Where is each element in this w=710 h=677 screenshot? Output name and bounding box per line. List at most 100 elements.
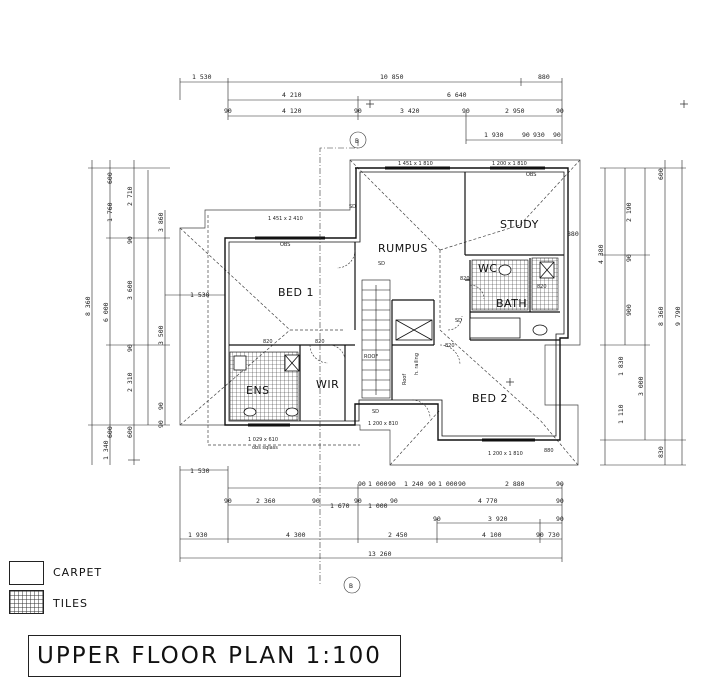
dim-left-d5: 90 — [126, 344, 134, 352]
window-label-5: OBS — [526, 172, 536, 178]
room-label-study: STUDY — [500, 218, 539, 231]
title-block: UPPER FLOOR PLAN 1:100 — [28, 635, 401, 677]
room-label-ens: ENS — [246, 384, 270, 397]
window-label-1: 1 451 x 2 410 — [268, 216, 303, 222]
dim-bot-28: 730 — [548, 531, 560, 539]
dim-bot-8: 90 — [458, 480, 466, 488]
window-label-6: 1 029 x 610 — [248, 437, 278, 443]
dim-top-12: 90 — [556, 107, 564, 115]
dim-right-inner-3: 90 — [625, 254, 633, 262]
room-label-bed2: BED 2 — [472, 392, 508, 405]
dim-bot-10: 90 — [556, 480, 564, 488]
dim-bot-20: 90 — [433, 515, 441, 523]
dim-right-mid-2: 1 830 — [617, 356, 625, 376]
dim-bot-26: 4 100 — [482, 531, 502, 539]
dim-top-1: 1 530 — [192, 73, 212, 81]
window-label-3: 1 451 x 1 810 — [398, 161, 433, 167]
dim-top-7: 4 120 — [282, 107, 302, 115]
dim-bot-3: 1 000 — [368, 480, 388, 488]
dim-top-15: 930 — [533, 131, 545, 139]
dim-bot-12: 2 360 — [256, 497, 276, 505]
dimension-lines — [88, 78, 686, 562]
note-8: SD — [349, 204, 356, 210]
dim-top-3: 880 — [538, 73, 550, 81]
note-7: SD — [455, 318, 462, 324]
note-5: 820 — [537, 284, 547, 290]
dim-bot-9: 2 880 — [505, 480, 525, 488]
dim-right-mid-1: 4 380 — [597, 244, 605, 264]
reference-marks — [366, 100, 688, 386]
fixtures — [233, 261, 555, 417]
note-9: SD — [372, 409, 379, 415]
dim-left-side: 1 530 — [190, 291, 210, 299]
dim-bot-2: 90 — [358, 480, 366, 488]
tiled-areas — [229, 257, 559, 421]
dim-top-11: 2 950 — [505, 107, 525, 115]
dim-left-d3: 2 710 — [126, 186, 134, 206]
staircase — [361, 279, 391, 399]
door-swings — [309, 249, 485, 419]
dim-bot-11: 90 — [224, 497, 232, 505]
exterior-walls — [224, 167, 569, 441]
dim-bot-5: 1 240 — [404, 480, 424, 488]
dim-top-2: 10 850 — [380, 73, 404, 81]
dim-top-10: 90 — [462, 107, 470, 115]
note-2: 820 — [315, 339, 325, 345]
note-1: 820 — [263, 339, 273, 345]
dim-left-outer: 8 360 — [84, 296, 92, 316]
window-label-4: 1 200 x 1 810 — [492, 161, 527, 167]
room-label-rumpus: RUMPUS — [378, 242, 428, 255]
dim-left-d4: 90 — [126, 236, 134, 244]
dim-bot-1: 1 530 — [190, 467, 210, 475]
note-4: 820 — [460, 276, 470, 282]
dim-left-d7: 2 310 — [126, 372, 134, 392]
dim-top-14: 90 — [522, 131, 530, 139]
window-label-8: 1 200 x 810 — [368, 421, 398, 427]
note-11: h. railing — [414, 353, 420, 375]
dim-left-inner-2: 3 600 — [126, 280, 134, 300]
dim-right-inner-5: 880 — [567, 230, 579, 238]
dim-top-6: 90 — [224, 107, 232, 115]
dim-right-outer-1: 8 360 — [657, 306, 665, 326]
note-12: 880 — [544, 448, 554, 454]
note-3: 820 — [445, 343, 455, 349]
dim-bot-15: 90 — [354, 497, 362, 505]
legend-tiles-swatch — [9, 590, 44, 614]
dim-bot-14: 1 670 — [330, 502, 350, 510]
dim-left-d1: 600 — [106, 172, 114, 184]
dim-top-9: 3 420 — [400, 107, 420, 115]
dim-bot-25: 2 450 — [388, 531, 408, 539]
dim-bot-7: 1 000 — [438, 480, 458, 488]
dim-bot-29: 13 260 — [368, 550, 392, 558]
section-line — [319, 131, 367, 594]
dim-bot-19: 90 — [556, 497, 564, 505]
dim-top-16: 90 — [553, 131, 561, 139]
dim-left-inner-1: 3 860 — [157, 212, 165, 232]
dim-top-5: 6 640 — [447, 91, 467, 99]
dim-bot-4: 90 — [388, 480, 396, 488]
note-13: Roof — [402, 374, 408, 385]
dim-bot-24: 4 300 — [286, 531, 306, 539]
dim-left-d10: 90 — [157, 420, 165, 428]
interior-walls — [229, 172, 564, 421]
room-label-bath: BATH — [496, 297, 527, 310]
room-label-wir: WIR — [316, 378, 339, 391]
dim-left-mid-1: 6 000 — [102, 302, 110, 322]
dim-right-mid-5: 830 — [657, 446, 665, 458]
dim-top-13: 1 930 — [484, 131, 504, 139]
window-label-9: 1 200 x 1 810 — [488, 451, 523, 457]
dim-top-8: 90 — [354, 107, 362, 115]
dim-bot-18: 4 770 — [478, 497, 498, 505]
section-marker-top: B — [355, 137, 359, 145]
dim-bot-22: 90 — [556, 515, 564, 523]
dim-left-inner-3: 3 500 — [157, 325, 165, 345]
dim-bot-17: 90 — [390, 497, 398, 505]
legend-carpet-label: CARPET — [53, 566, 103, 579]
dim-right-inner-1: 600 — [657, 168, 665, 180]
note-10: ROOF — [364, 354, 378, 360]
window-label-7: obs sqlass — [252, 445, 278, 451]
dim-left-d8: 600 — [106, 426, 114, 438]
roof-outline — [179, 159, 581, 466]
dim-left-d9: 600 — [126, 426, 134, 438]
